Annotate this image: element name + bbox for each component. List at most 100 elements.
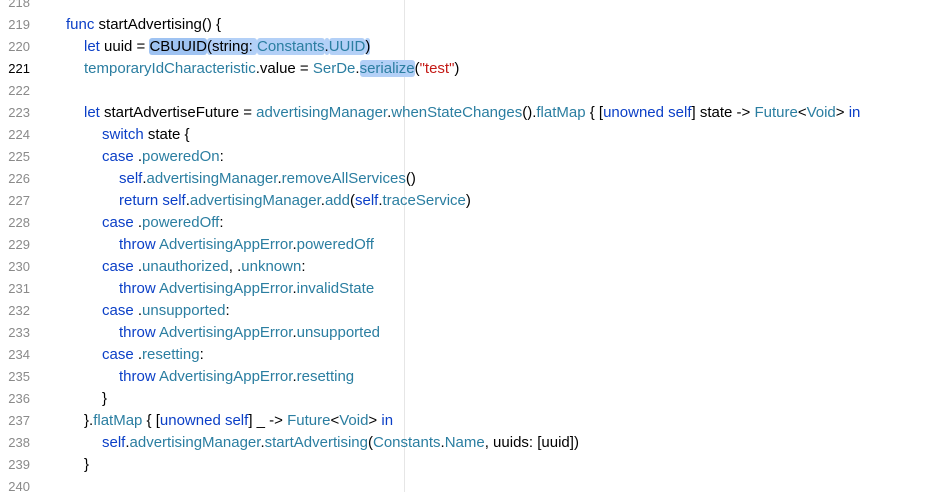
code-token: . [324,38,329,55]
code-text[interactable]: } [102,388,107,410]
code-text[interactable]: let uuid = CBUUID(string: Constants.UUID… [84,36,371,58]
code-line[interactable]: 218 [0,0,937,14]
line-number: 235 [8,369,30,384]
code-token: AdvertisingAppError [159,324,293,341]
code-token: unsupported [296,324,381,341]
code-token: advertisingManager [256,104,388,121]
code-token: { [ [585,104,604,121]
line-number: 226 [8,171,30,186]
code-line[interactable]: 224 switch state { [0,124,937,146]
code-text[interactable]: func startAdvertising() { [66,14,221,36]
code-text[interactable]: case .poweredOn: [102,146,224,168]
code-line[interactable]: 240 [0,476,937,492]
code-token: startAdvertiseFuture = [99,104,257,121]
code-text[interactable]: }.flatMap { [unowned self] _ -> Future<V… [84,410,393,432]
code-token: let [84,104,100,121]
code-token: }. [84,412,94,429]
code-token: unsupported [142,302,226,319]
code-token: : [219,148,224,165]
line-number: 236 [8,391,30,406]
code-token: whenStateChanges [391,104,523,121]
code-line[interactable]: 237 }.flatMap { [unowned self] _ -> Futur… [0,410,937,432]
code-line[interactable]: 236} [0,388,937,410]
code-text[interactable]: self.advertisingManager.startAdvertising… [102,432,579,454]
code-token: CBUUID [149,38,207,55]
code-text[interactable]: temporaryIdCharacteristic.value = SerDe.… [84,58,459,80]
code-token: Void [339,412,369,429]
code-text[interactable]: throw AdvertisingAppError.unsupported [119,322,380,344]
code-token: Constants [257,38,325,55]
code-token: advertisingManager [129,434,261,451]
code-line[interactable]: 239} [0,454,937,476]
code-line[interactable]: 232 case .unsupported: [0,300,937,322]
line-number: 224 [8,127,30,142]
code-line[interactable]: 226 self.advertisingManager.removeAllServ… [0,168,937,190]
code-token: (). [522,104,537,121]
line-number: 237 [8,413,30,428]
line-number: 240 [8,479,30,492]
code-token: Void [806,104,836,121]
code-token: . [292,324,297,341]
code-token: advertisingManager [146,170,278,187]
code-text[interactable]: throw AdvertisingAppError.invalidState [119,278,374,300]
code-text[interactable]: switch state { [102,124,190,146]
code-token: in [848,104,861,121]
code-token: poweredOff [142,214,220,231]
code-token: let [84,38,100,55]
line-number: 223 [8,105,30,120]
code-token: unowned self [159,412,249,429]
code-line[interactable]: 233 throw AdvertisingAppError.unsupported [0,322,937,344]
code-token: case [102,148,134,165]
code-token: resetting [296,368,355,385]
code-token: . [142,170,147,187]
code-token: . [320,192,325,209]
code-token: unknown [241,258,302,275]
code-token: } [84,456,90,473]
code-token: unauthorized [142,258,229,275]
code-line[interactable]: 219 func startAdvertising() { [0,14,937,36]
code-text[interactable]: throw AdvertisingAppError.poweredOff [119,234,374,256]
code-token: resetting [142,346,200,363]
code-token: return self [119,192,186,209]
code-text[interactable]: throw AdvertisingAppError.resetting [119,366,354,388]
code-line[interactable]: 222 [0,80,937,102]
code-text[interactable]: case .unsupported: [102,300,230,322]
code-token: . [355,60,360,77]
code-token: uuid = [99,38,150,55]
code-text[interactable]: case .poweredOff: [102,212,223,234]
code-line[interactable]: 223 let startAdvertiseFuture = advertisin… [0,102,937,124]
code-text[interactable]: } [84,454,89,476]
code-token: throw [119,368,156,385]
code-token: : [199,346,204,363]
code-token: ] _ -> [248,412,288,429]
line-number: 232 [8,303,30,318]
code-text[interactable]: return self.advertisingManager.add(self.… [119,190,471,212]
code-text[interactable]: let startAdvertiseFuture = advertisingMa… [84,102,860,124]
code-token: in [381,412,394,429]
code-text[interactable]: self.advertisingManager.removeAllService… [119,168,416,190]
code-line[interactable]: 235 throw AdvertisingAppError.resetting [0,366,937,388]
code-token: serialize [359,60,415,77]
code-token: temporaryIdCharacteristic [84,60,256,77]
code-token: self [102,434,126,451]
code-token: , uuids: [uuid]) [484,434,579,451]
code-token: : [219,214,224,231]
code-text[interactable]: case .resetting: [102,344,204,366]
line-number: 233 [8,325,30,340]
code-token: throw [119,236,156,253]
code-token: poweredOn [142,148,220,165]
line-number: 219 [8,17,30,32]
code-text[interactable]: case .unauthorized, .unknown: [102,256,306,278]
